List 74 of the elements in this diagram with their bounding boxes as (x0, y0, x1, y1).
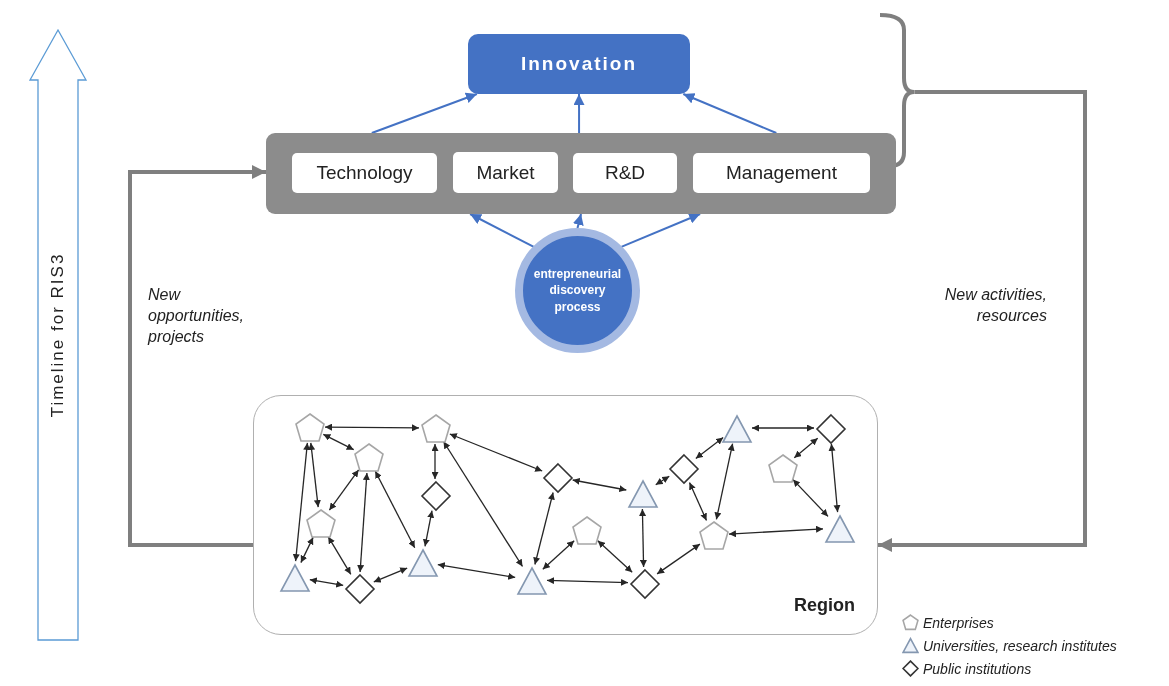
arrow (373, 567, 408, 583)
diamond-node (668, 453, 700, 485)
arrow (324, 423, 420, 432)
triangle-node (627, 478, 659, 510)
process-box: Innovation (468, 34, 690, 94)
arrow (308, 442, 321, 508)
arrow (714, 442, 735, 521)
arrow (546, 577, 629, 586)
arrow (620, 213, 702, 248)
arrow (878, 90, 1087, 552)
arrow (639, 508, 647, 568)
arrow (792, 478, 829, 518)
category-box: Market (453, 152, 558, 193)
legend-label: Enterprises (923, 614, 994, 631)
diamond-node (542, 462, 574, 494)
arrow (728, 525, 824, 538)
arrow (422, 510, 435, 547)
diamond-node (815, 413, 847, 445)
arrow (442, 440, 524, 568)
pentagon-node (767, 453, 799, 485)
arrow (688, 481, 708, 522)
arrow (328, 469, 360, 511)
pentagon-node (294, 412, 326, 444)
pentagon-node (420, 413, 452, 445)
pentagon-node (353, 442, 385, 474)
triangle-node (279, 562, 311, 594)
category-box: Management (693, 153, 870, 193)
region-label: Region (794, 595, 855, 616)
triangle-node (407, 547, 439, 579)
timeline-label: Timeline for RIS3 (47, 252, 68, 418)
arrow (573, 93, 585, 134)
arrow (597, 540, 633, 573)
arrow (292, 442, 311, 562)
arrow (437, 562, 516, 580)
arrow (449, 433, 543, 472)
pentagon-node (305, 508, 337, 540)
legend-label: Public institutions (923, 660, 1032, 677)
diamond-node (629, 568, 661, 600)
arrow (828, 443, 841, 513)
pentagon-node (571, 515, 603, 547)
triangle-node (824, 513, 856, 545)
arrow (573, 213, 584, 229)
edge-label: New opportunities, projects (148, 285, 246, 347)
arrow (695, 436, 724, 460)
category-box: Technology (292, 153, 437, 193)
arrow (370, 92, 478, 134)
arrow (542, 540, 575, 570)
pentagon-node (698, 520, 730, 552)
legend-label: Universities, research institutes (923, 637, 1117, 654)
category-box: R&D (573, 153, 677, 193)
arrow (374, 470, 416, 549)
circle-node: entrepreneurial discovery process (515, 228, 640, 353)
arrow (357, 472, 370, 573)
region-box (253, 395, 878, 635)
panel-bar (266, 133, 896, 214)
diamond-node (344, 573, 376, 605)
arrow (431, 443, 439, 480)
arrow (793, 437, 819, 459)
arrow (682, 93, 778, 134)
arrow (656, 543, 701, 575)
edge-label: New activities, resources (943, 285, 1047, 326)
arrow (300, 536, 314, 564)
arrow (327, 536, 352, 575)
triangle-node (721, 413, 753, 445)
arrow (751, 424, 815, 432)
arrow (322, 433, 355, 451)
arrow (572, 477, 627, 493)
arrow (128, 165, 266, 547)
arrow (533, 491, 555, 566)
arrow (309, 577, 344, 588)
arrow (469, 213, 535, 248)
arrow (655, 475, 670, 486)
triangle-node (516, 565, 548, 597)
diamond-node (420, 480, 452, 512)
